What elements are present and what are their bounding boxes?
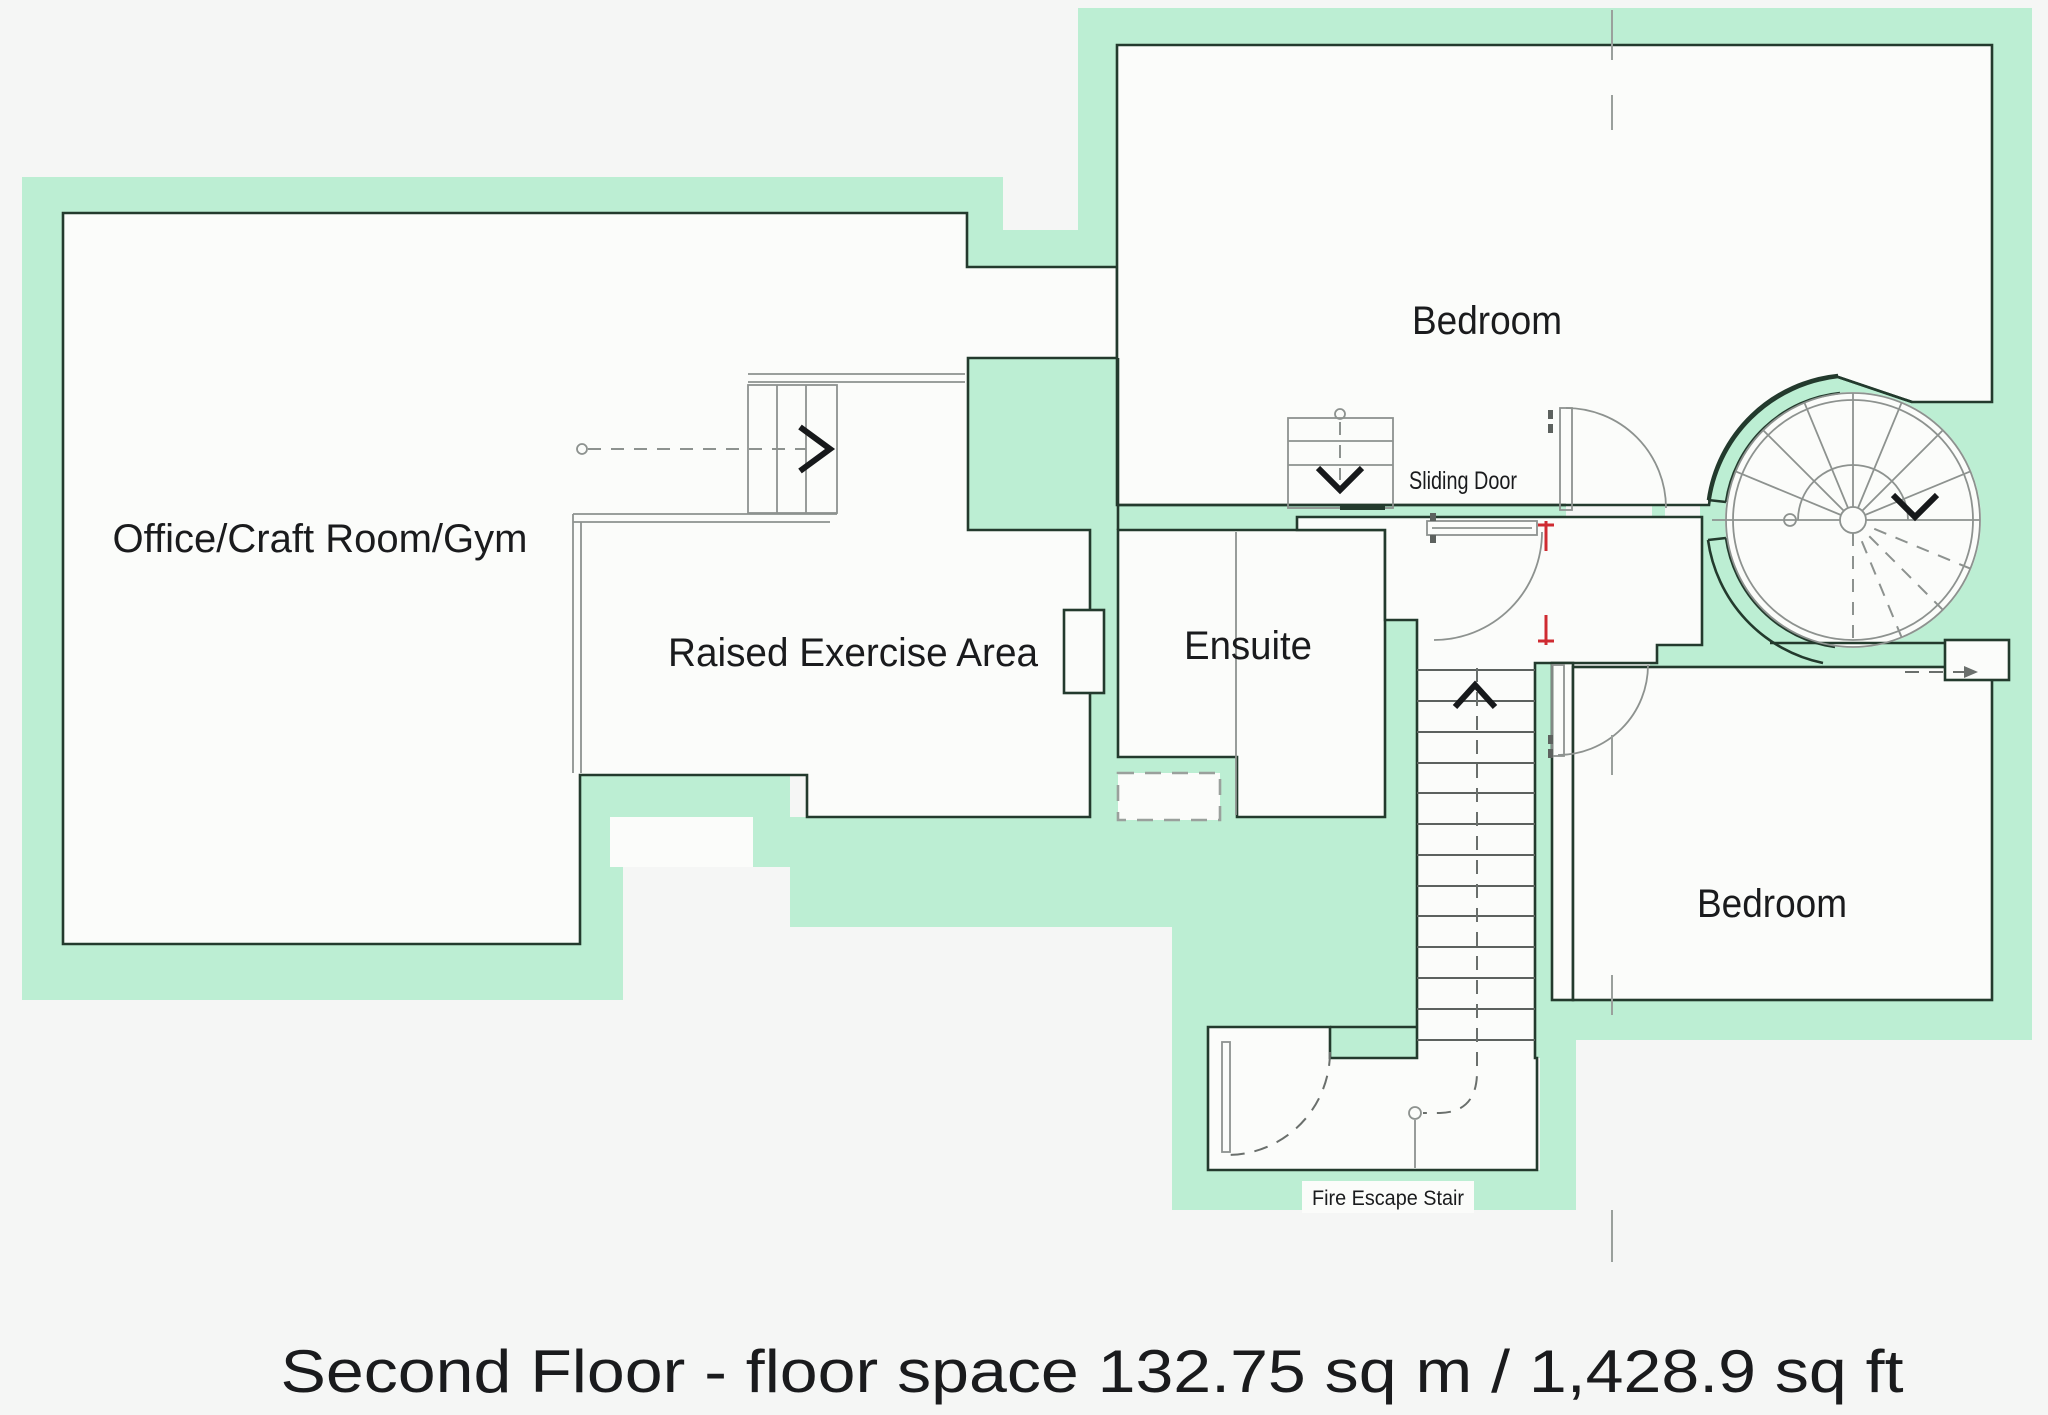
bedroom-top-label: Bedroom — [1412, 299, 1562, 343]
sliding-direction-arrow — [1905, 666, 1978, 678]
door-handle-icon — [1430, 513, 1436, 521]
sliding-door — [1340, 504, 1538, 543]
bedroom-bottom-label: Bedroom — [1697, 882, 1847, 926]
stair-up-arrow-icon — [1452, 680, 1498, 710]
fire-escape-stair-label: Fire Escape Stair — [1312, 1187, 1464, 1210]
door-strike-markers — [1538, 521, 1554, 645]
main-staircase — [572, 373, 965, 773]
floor-caption: Second Floor - floor space 132.75 sq m /… — [281, 1338, 1904, 1405]
stair-direction-arrow-icon — [798, 424, 836, 474]
wall-notch-right — [1943, 638, 2011, 682]
stair-side-void — [1550, 661, 1575, 1002]
spiral-staircase — [1712, 392, 1981, 678]
ensuite-label: Ensuite — [1184, 624, 1312, 668]
dashed-void-outline — [1116, 771, 1222, 822]
doors — [1221, 407, 1667, 1156]
raised-exercise-area-label: Raised Exercise Area — [668, 631, 1039, 675]
wall-niche — [1062, 608, 1106, 695]
sliding-door-label: Sliding Door — [1409, 467, 1517, 495]
fire-escape-stair-label-box: Fire Escape Stair — [1302, 1181, 1474, 1213]
bedroom-bottom-floor — [1571, 665, 1994, 1002]
door-handle-icon — [1548, 410, 1553, 419]
hall-and-stair-floor — [1206, 515, 1704, 1172]
band-notch — [610, 817, 753, 867]
bedroom-top-floor — [1115, 43, 1994, 507]
office-floor — [61, 211, 1119, 946]
stair-down-arrow-icon — [1315, 465, 1365, 495]
office-label: Office/Craft Room/Gym — [113, 517, 528, 561]
spiral-down-arrow-icon — [1890, 492, 1940, 522]
fire-escape-staircase — [1408, 668, 1535, 1168]
